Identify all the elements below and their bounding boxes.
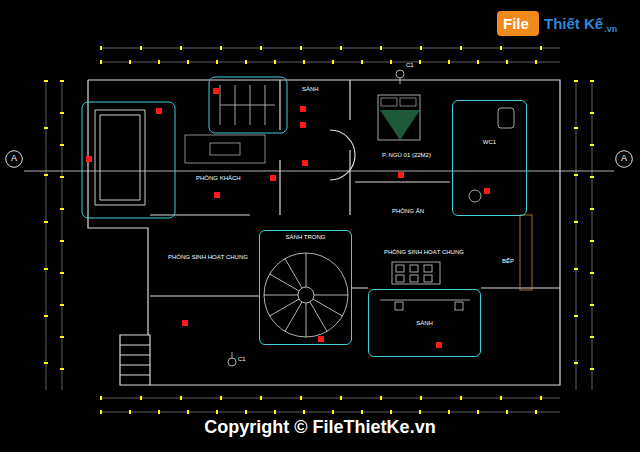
dimension-lines (46, 48, 592, 412)
axis-bubble: A (615, 150, 633, 168)
room-name: SẢNH (302, 86, 319, 93)
room-name: SẢNH (416, 320, 433, 327)
axis-bubble: A (5, 150, 23, 168)
watermark: Copyright © FileThietKe.vn (204, 417, 435, 438)
highlight-frame (82, 102, 175, 218)
room-name: PHÒNG KHÁCH (196, 175, 241, 182)
bay-window (95, 110, 145, 205)
dining-table (392, 262, 440, 284)
room-name: PHÒNG SINH HOẠT CHUNG (168, 254, 248, 261)
section-label: C1 (238, 356, 246, 363)
room-name: A (11, 153, 17, 164)
tag-marks (86, 88, 490, 348)
room-name: WC1 (483, 139, 496, 146)
spiral-stair (264, 253, 348, 337)
room-name: SẢNH TRONG (286, 234, 326, 241)
room-name: P. NGỦ 01 (22M2) (382, 152, 431, 159)
room-name: PHÒNG SINH HOẠT CHUNG (384, 249, 464, 256)
walls (88, 80, 560, 385)
section-marker (228, 70, 404, 366)
kitchen-counter (520, 215, 532, 290)
wc-fixtures (469, 108, 514, 202)
logo-text: .vn (604, 24, 617, 34)
room-name: A (621, 153, 627, 164)
highlight-frame (209, 77, 287, 133)
sofa-set (185, 135, 265, 163)
axis-line (24, 171, 614, 172)
section-label: C1 (406, 62, 414, 69)
room-frame: SẢNH (368, 289, 481, 357)
stair (220, 85, 275, 125)
hall-pillars (380, 300, 470, 310)
room-frame: WC1 (452, 100, 527, 216)
bed (378, 95, 420, 140)
logo-text: Thiết Kế (544, 15, 603, 32)
room-name: PHÒNG ĂN (392, 208, 424, 215)
logo-icon (497, 11, 539, 36)
room-frame: SẢNH TRONG (259, 230, 352, 345)
logo-text: File (503, 15, 529, 32)
room-name: BẾP (502, 258, 514, 265)
